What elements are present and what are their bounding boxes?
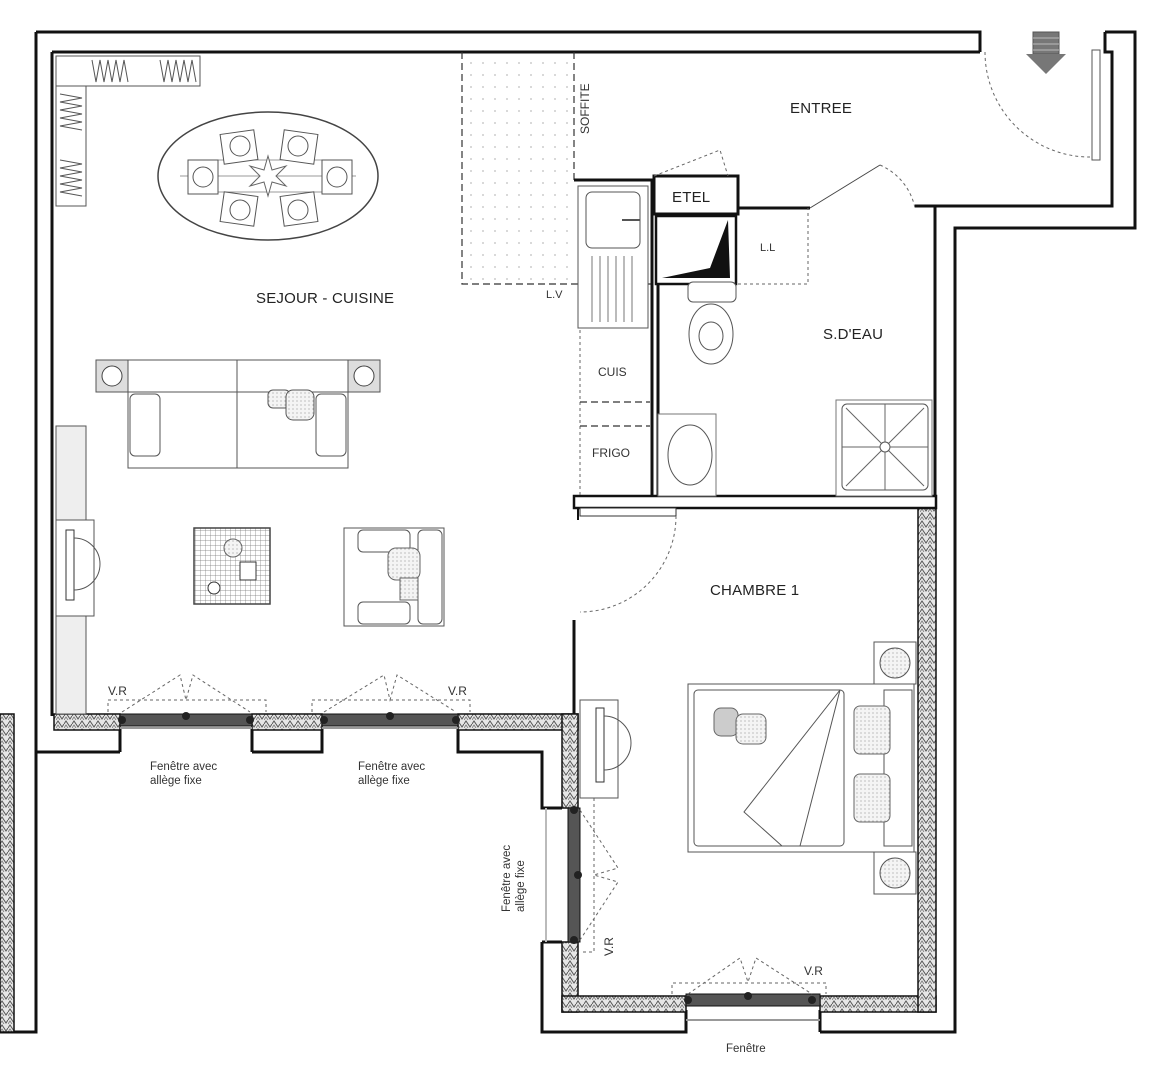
window-4 xyxy=(671,957,827,1021)
coffee-table xyxy=(193,527,271,605)
window-4-caption: Fenêtre xyxy=(726,1043,766,1055)
bedroom-radiator xyxy=(579,699,632,799)
window-1-caption-line2: allège fixe xyxy=(150,775,202,787)
soffite-label: SOFFITE xyxy=(578,83,592,134)
bed xyxy=(687,683,915,853)
ll-label: L.L xyxy=(760,242,776,254)
window-2-caption-line1: Fenêtre avec xyxy=(358,761,426,773)
lv-label: L.V xyxy=(546,289,563,301)
window-2-caption: Fenêtre avec allège fixe xyxy=(358,760,425,788)
etel-label: ETEL xyxy=(672,189,711,206)
window-1-caption: Fenêtre avec allège fixe xyxy=(150,760,217,788)
window-3-caption: Fenêtre avec allège fixe xyxy=(500,845,528,912)
room-label-sdeau: S.D'EAU xyxy=(823,326,884,343)
vr-label-bottom: V.R xyxy=(804,964,823,978)
room-label-sejour-cuisine: SEJOUR - CUISINE xyxy=(256,290,395,307)
window-3-caption-line1: Fenêtre avec xyxy=(501,844,513,912)
room-label-chambre1: CHAMBRE 1 xyxy=(710,582,800,599)
window-1-caption-line1: Fenêtre avec xyxy=(150,761,218,773)
window-1 xyxy=(107,674,267,729)
window-3 xyxy=(545,797,619,953)
kitchen-counter xyxy=(577,185,650,496)
room-label-entree: ENTREE xyxy=(790,100,853,117)
dining-table xyxy=(157,111,379,241)
sofa xyxy=(95,359,381,469)
window-2 xyxy=(311,674,471,729)
vr-label-left: V.R xyxy=(108,684,127,698)
shelving xyxy=(55,55,201,715)
armchair xyxy=(343,527,445,627)
frigo-label: FRIGO xyxy=(592,446,630,460)
interior-walls xyxy=(461,31,1101,714)
bathroom-fixtures xyxy=(657,281,933,497)
vr-label-mid: V.R xyxy=(448,684,467,698)
window-3-caption-line2: allège fixe xyxy=(515,860,527,912)
window-2-caption-line2: allège fixe xyxy=(358,775,410,787)
outer-walls xyxy=(0,30,1137,1034)
nightstands xyxy=(873,641,917,895)
entrance-arrow-icon xyxy=(1026,31,1066,74)
vr-label-side: V.R xyxy=(602,937,616,956)
cuis-label: CUIS xyxy=(598,365,627,379)
